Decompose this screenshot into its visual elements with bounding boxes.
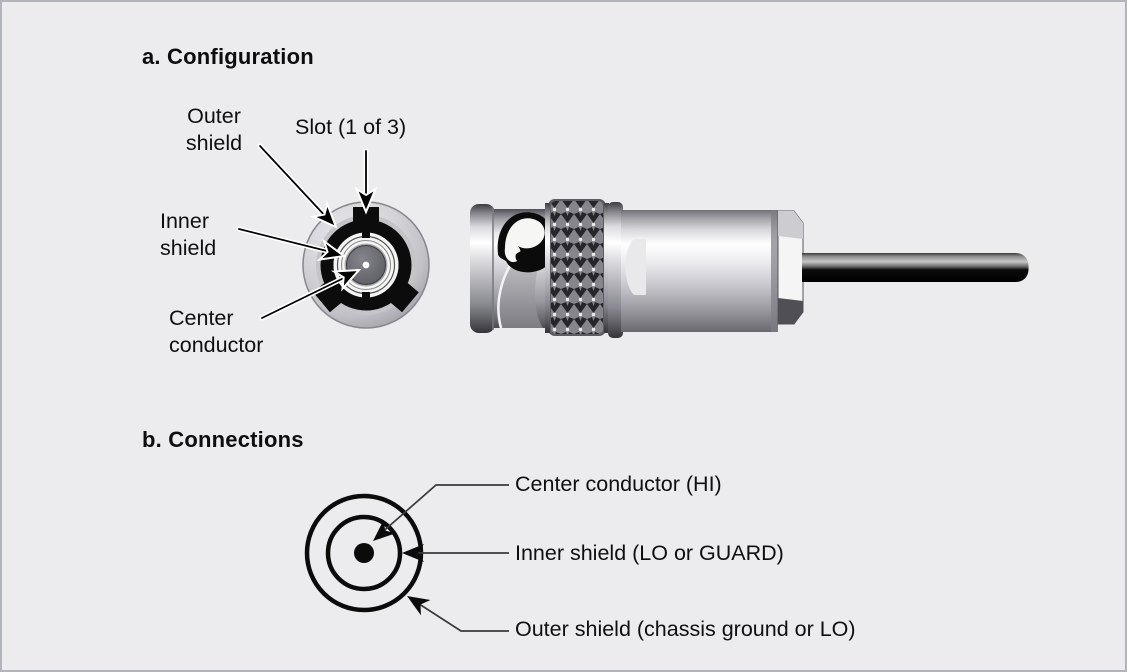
knurl-right-rim [604,203,609,333]
outer-shield-label-line2: shield [185,131,243,155]
center-conductor-label: Center conductor [169,305,263,359]
inner-shield-circle [325,514,403,592]
callout-arrowheads-b [373,519,431,616]
lo-guard-label: Inner shield (LO or GUARD) [515,541,784,565]
chassis-leader [412,599,509,632]
inner-shield-label-line1: Inner [160,209,210,233]
chassis-ground-label: Outer shield (chassis ground or LO) [515,617,856,641]
outer-shield-label-line1: Outer [187,104,241,128]
knurl-left-rim [545,203,550,333]
front-rim [470,204,495,333]
bayonet-tab [389,281,419,313]
barrel-end-shade [771,210,778,332]
connections-diagram [304,484,509,632]
connector-front-view [302,201,430,329]
inner-shield-label: Inner shield [160,208,216,262]
key-ticks [362,230,370,300]
inner-shield-arrow [236,226,347,262]
barrel [621,210,778,332]
coupling-ring [320,219,412,311]
hex-nut [777,210,804,325]
center-conductor-label-line1: Center [169,306,234,330]
slot-arrow [354,148,378,215]
j-slot-hook [515,249,530,264]
cable [802,253,1029,282]
callout-arrows-b [378,484,509,632]
slot-label: Slot (1 of 3) [295,115,407,139]
center-conductor-pin [362,261,370,269]
center-conductor-label-line2: conductor [169,333,264,357]
section-b-title: b. Connections [142,427,304,452]
outer-shield-arrow [257,143,338,229]
center-conductor-arrow [259,268,362,321]
bayonet-slot-lower [498,258,543,328]
hi-leader [378,484,509,536]
hi-label: Center conductor (HI) [515,472,722,496]
connector-side-view [470,199,1029,338]
inner-shield-label-line2: shield [160,236,217,260]
center-conductor-dot [354,543,374,563]
collar [608,202,623,338]
bayonet-tab [353,207,379,224]
knurl-texture [551,201,603,334]
section-a-title: a. Configuration [142,44,314,69]
barrel-chamfer-highlight [625,239,646,295]
insulator-ring-inner [341,240,391,290]
callout-arrows-a [236,143,378,321]
j-slot-inner [504,218,545,263]
outer-shield-label: Outer shield [162,103,266,157]
